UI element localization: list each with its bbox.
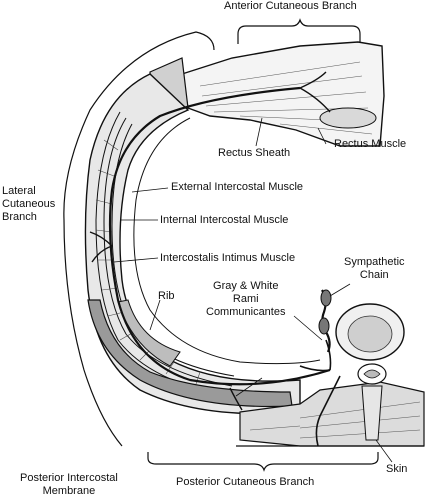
intercostal-nerve [108, 86, 331, 386]
rectus-muscle-fibers [199, 61, 373, 135]
label-posterior-intercostal-membrane: Posterior Intercostal Membrane [20, 472, 118, 498]
label-sympathetic-line-2: Chain [359, 269, 389, 281]
inner-membrane [133, 117, 321, 365]
label-membrane-line-1: Posterior Intercostal [20, 472, 118, 484]
ganglion-1 [320, 289, 332, 307]
label-lateral-line-1: Lateral [2, 185, 36, 197]
label-rectus-muscle: Rectus Muscle [334, 138, 407, 150]
nerve-branches [89, 71, 331, 411]
label-external-intercostal-muscle: External Intercostal Muscle [171, 181, 304, 193]
label-intercostalis-intimus-muscle: Intercostalis Intimus Muscle [160, 252, 296, 264]
label-gray-white-rami: Gray & White Rami Communicantes [206, 280, 285, 319]
lateral-bracket [63, 31, 215, 447]
body-wall-outer [84, 73, 301, 415]
back-muscle-fibers [249, 401, 421, 439]
label-lateral-line-2: Cutaneous [2, 198, 56, 210]
dorsal-ramus [315, 375, 341, 447]
spinous-process [361, 385, 383, 441]
label-rami-line-1: Gray & White [213, 280, 279, 292]
label-skin: Skin [386, 463, 408, 475]
external-intercostal-layer [95, 111, 231, 397]
label-posterior-cutaneous-branch: Posterior Cutaneous Branch [176, 476, 315, 488]
label-lateral-line-3: Branch [2, 211, 37, 223]
ganglion-2 [318, 317, 330, 335]
label-rami-line-3: Communicantes [206, 306, 286, 318]
label-rami-line-2: Rami [232, 293, 259, 305]
label-anterior-cutaneous-branch: Anterior Cutaneous Branch [224, 0, 357, 12]
rectus-muscle-core [319, 107, 377, 129]
label-sympathetic-chain: Sympathetic Chain [344, 256, 405, 282]
leader-lines [113, 117, 393, 463]
rami-nerves [299, 339, 332, 372]
label-lateral-cutaneous-branch: Lateral Cutaneous Branch [2, 185, 55, 224]
label-rib: Rib [158, 290, 175, 302]
rectus-block [181, 41, 385, 147]
label-membrane-line-2: Membrane [42, 485, 96, 497]
label-sympathetic-line-1: Sympathetic [344, 256, 405, 268]
wall-striations [95, 139, 201, 385]
vertebral-body-core [347, 315, 393, 353]
label-internal-intercostal-muscle: Internal Intercostal Muscle [160, 214, 289, 226]
anterior-bracket [237, 18, 361, 44]
spinal-cord-detail [363, 369, 381, 379]
label-rectus-sheath: Rectus Sheath [218, 147, 291, 159]
posterior-bracket [147, 452, 379, 472]
